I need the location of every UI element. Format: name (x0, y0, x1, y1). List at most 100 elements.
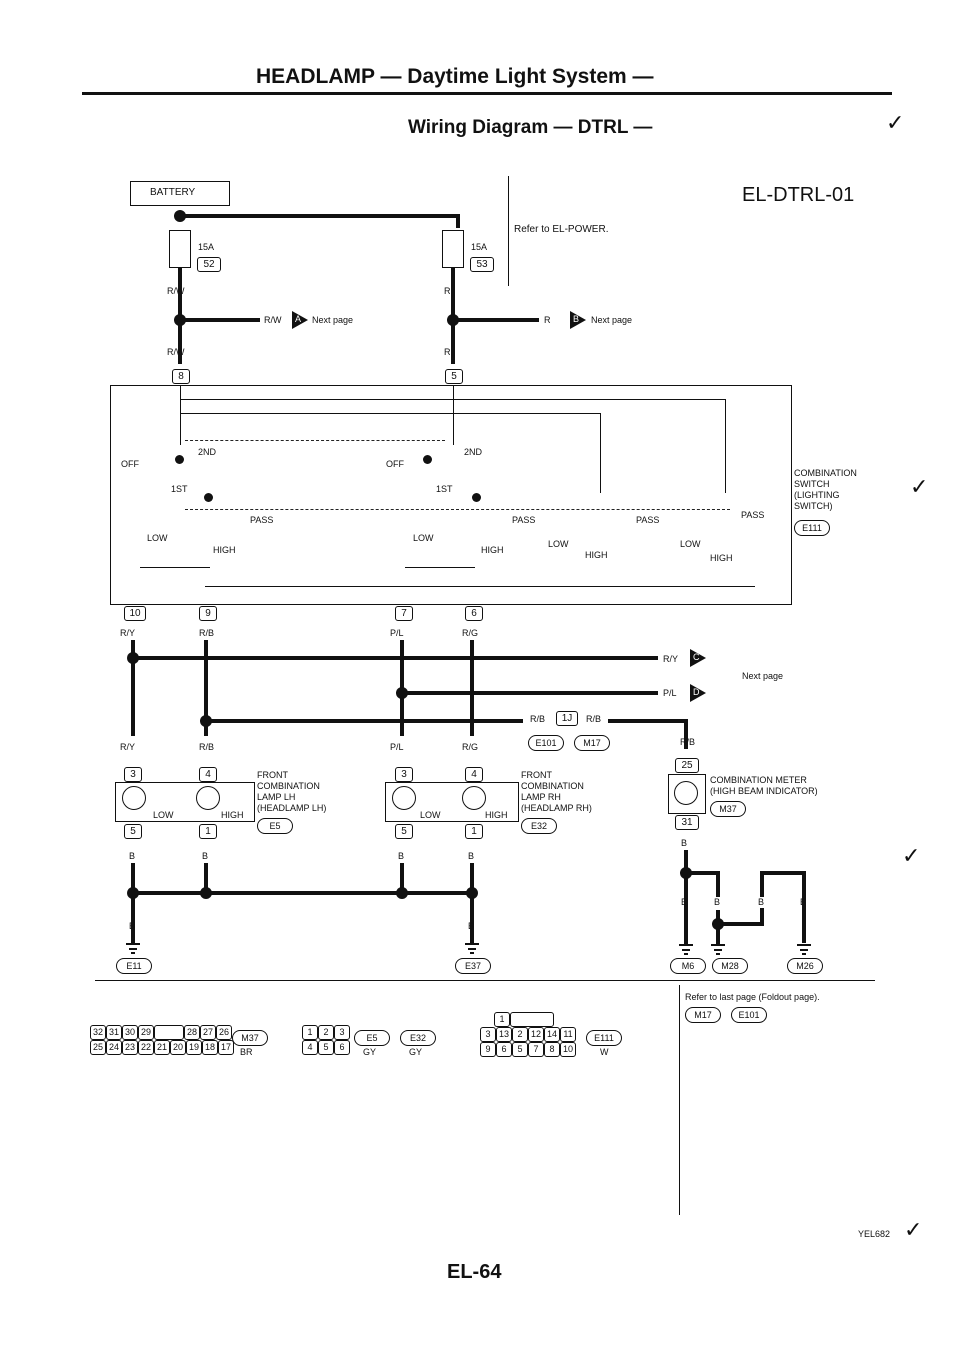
switch-off-right: OFF (386, 459, 404, 469)
lamp-rh-pin-3: 3 (395, 767, 413, 782)
m37-cell: 27 (200, 1025, 216, 1040)
wire-label-ry-1: R/Y (120, 628, 136, 638)
m37-cell: 20 (170, 1040, 186, 1055)
wire-label-rb-3: R/B (586, 714, 602, 724)
switch-low-3: LOW (548, 539, 569, 549)
wire-label-b-5: B (129, 921, 136, 931)
next-page-arrow-d: D (690, 684, 706, 702)
battery-junction-dot (174, 210, 186, 222)
footer-refer-label: Refer to last page (Foldout page). (685, 992, 820, 1002)
lamp-lh-high-bulb (196, 786, 220, 810)
wire-b-m26-right (802, 871, 806, 943)
wire-label-b-4: B (468, 851, 475, 861)
meter-name-1: COMBINATION METER (710, 775, 807, 785)
next-page-arrow-c: C (690, 649, 706, 667)
next-page-label-cd: Next page (742, 671, 784, 681)
next-page-label-a: Next page (312, 315, 354, 325)
refer-power-label: Refer to EL-POWER. (514, 224, 609, 235)
wire-label-r-2: R (544, 315, 551, 325)
combination-switch-box (110, 385, 792, 605)
lamp-rh-connector-e32: E32 (521, 818, 557, 834)
m37-cell: 30 (122, 1025, 138, 1040)
wire-rb-to-meter (608, 719, 688, 723)
switch-connector-e111: E111 (794, 520, 830, 536)
wire-label-b-6: B (468, 921, 475, 931)
ground-e11: E11 (116, 958, 152, 974)
next-page-label-b: Next page (591, 315, 633, 325)
m37-cell: 28 (184, 1025, 200, 1040)
meter-name-2: (HIGH BEAM INDICATOR) (710, 786, 818, 796)
fuse-53-number: 53 (470, 257, 494, 272)
wire-rg-vertical (470, 640, 474, 736)
wire-label-b-7: B (681, 897, 688, 907)
lamp-lh-connector-e5: E5 (257, 818, 293, 834)
switch-name-4: SWITCH) (794, 501, 833, 511)
ground-symbol-e11 (126, 943, 140, 954)
wire-b-lh-high (204, 863, 208, 893)
ground-junction-4 (466, 887, 478, 899)
wire-label-b-3: B (398, 851, 405, 861)
wire-label-pl-3: P/L (390, 742, 404, 752)
switch-pass-right-1 (600, 413, 601, 493)
lamp-rh-low-bulb (392, 786, 416, 810)
lamp-lh-pin-3: 3 (124, 767, 142, 782)
wire-ry-vertical (131, 640, 135, 736)
meter-pin-25: 25 (675, 758, 699, 773)
connector-face-e5-e32: 1 2 3 4 5 6 (302, 1025, 350, 1055)
ground-e37: E37 (455, 958, 491, 974)
wire-label-ry-3: R/Y (120, 742, 136, 752)
battery-label: BATTERY (150, 187, 196, 198)
footer-refer-e101: E101 (731, 1007, 767, 1023)
connector-face-e32-name: E32 (400, 1030, 436, 1046)
lamp-lh-pin-5: 5 (124, 824, 142, 839)
e5-cell: 1 (302, 1025, 318, 1040)
e111-cell: 8 (544, 1042, 560, 1057)
wire-b-meter-top (686, 871, 718, 875)
wire-label-r-3: R (444, 347, 451, 357)
meter-connector-m37: M37 (710, 801, 746, 817)
fuse-53 (442, 230, 464, 268)
wire-label-rg-1: R/G (462, 628, 479, 638)
lamp-lh-name-2: COMBINATION (257, 781, 320, 791)
e5-cell: 5 (318, 1040, 334, 1055)
switch-internal-left (180, 385, 181, 445)
footer-vertical-rule (679, 985, 680, 1215)
e111-cell: 13 (496, 1027, 512, 1042)
lamp-rh-high-bulb (462, 786, 486, 810)
lamp-rh-high: HIGH (485, 810, 508, 820)
battery-box (130, 181, 230, 206)
connector-face-e111-name: E111 (586, 1030, 622, 1046)
switch-pin-8: 8 (172, 369, 190, 384)
switch-internal-low-left (140, 567, 210, 568)
junction-1j: 1J (556, 711, 578, 726)
lamp-rh-name-2: COMBINATION (521, 781, 584, 791)
switch-pin-7: 7 (395, 606, 413, 621)
m37-cell: 31 (106, 1025, 122, 1040)
meter-pin-31: 31 (675, 815, 699, 830)
next-page-arrow-b: B (570, 311, 586, 329)
wire-rw-branch (180, 318, 260, 322)
switch-2nd-right: 2ND (464, 447, 483, 457)
ground-m26: M26 (787, 958, 823, 974)
switch-internal-bus-2 (180, 413, 600, 414)
connector-e101: E101 (528, 735, 564, 751)
m37-cell: 17 (218, 1040, 234, 1055)
wire-label-rw-3: R/W (167, 347, 185, 357)
battery-down-wire (456, 214, 460, 228)
diagram-subtitle: Wiring Diagram — DTRL — (408, 117, 653, 138)
ground-symbol-m28 (711, 944, 725, 955)
m37-cell: 18 (202, 1040, 218, 1055)
switch-name-2: SWITCH (794, 479, 830, 489)
e111-key (510, 1012, 554, 1027)
ground-symbol-m26 (797, 944, 811, 955)
switch-pin-5: 5 (445, 369, 463, 384)
connector-face-e32-color: GY (409, 1047, 423, 1057)
switch-dashed-link-1 (185, 440, 445, 441)
ground-bus (133, 891, 472, 895)
lamp-rh-name-4: (HEADLAMP RH) (521, 803, 592, 813)
switch-pin-10: 10 (124, 606, 146, 621)
lamp-rh-pin-1: 1 (465, 824, 483, 839)
wire-label-b-9: B (758, 897, 765, 907)
ground-symbol-e37 (465, 943, 479, 954)
